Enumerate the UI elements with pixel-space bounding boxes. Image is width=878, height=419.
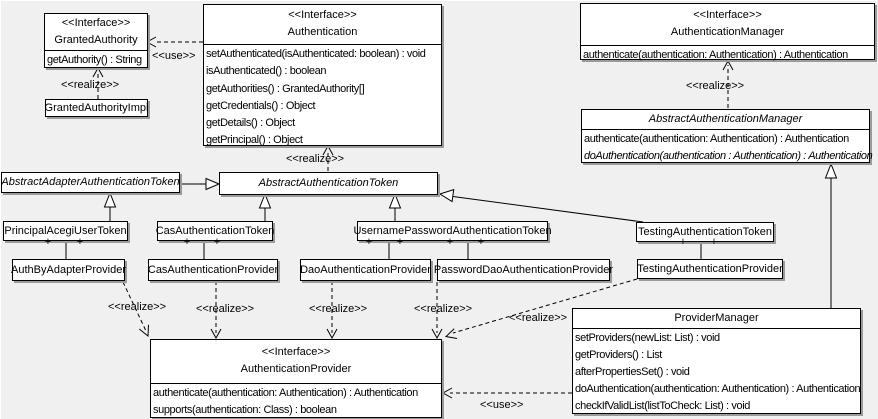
class-granted-authority-impl: GrantedAuthorityImpl [45,99,148,117]
arrowhead [322,144,334,156]
generalization-edge-cas-token [258,192,272,221]
stereotype-label: <<Interface>> [61,17,131,29]
generalization-edge-testing-token [438,188,644,223]
plus-marker: + [396,236,404,248]
stereotype-label: <<Interface>> [693,9,762,21]
plus-marker: + [183,236,191,248]
arrowhead [444,328,458,339]
method-item: getDetails() : Object [206,117,295,130]
class-name: GrantedAuthority [54,34,138,46]
method-item: setProviders(newList: List) : void [575,332,720,344]
realize-edge-testingprovider [452,278,638,334]
method-item: doAuthentication(authentication: Authent… [575,383,861,395]
plus-marker: + [446,236,454,248]
class-granted-authority: <<Interface>> GrantedAuthority getAuthor… [44,13,148,68]
realize-label: <<realize>> [108,301,167,313]
class-name: UsernamePasswordAuthenticationToken [353,224,552,237]
method-item: getAuthority() : String [47,54,142,66]
class-authentication: <<Interface>> Authentication setAuthenti… [203,4,442,146]
generalization-edge-provider-manager [824,162,838,308]
arrowhead [145,36,157,48]
class-name: AuthByAdapterProvider [11,263,126,276]
class-cas-authentication-token: CasAuthenticationToken [155,221,275,241]
method-item: isAuthenticated() : boolean [206,65,327,78]
arrowhead [722,59,734,71]
method-item: getAuthorities() : GrantedAuthority[] [206,82,365,95]
class-name: AuthenticationProvider [240,363,352,375]
class-abstract-authentication-token: AbstractAuthenticationToken [219,172,438,195]
class-abstract-authentication-manager: AbstractAuthenticationManager authentica… [581,109,873,163]
method-item: authenticate(authentication: Authenticat… [153,387,418,399]
use-label: <<use>> [152,50,196,62]
class-name: TestingAuthenticationProvider [637,262,783,275]
method-item: supports(authentication: Class) : boolea… [153,404,337,416]
arrowhead [138,324,149,338]
class-authentication-provider: <<Interface>> AuthenticationProvider aut… [150,339,442,418]
class-authentication-manager: <<Interface>> AuthenticationManager auth… [580,3,875,61]
realize-label: <<realize>> [686,80,745,92]
method-item: checkIfValidList(listToCheck: List) : vo… [575,400,750,412]
realize-label: <<realize>> [61,79,120,91]
class-name: AbstractAdapterAuthenticationToken [1,176,180,188]
realize-label: <<realize>> [309,303,368,315]
plus-marker: + [213,236,221,248]
plus-marker: + [710,236,718,248]
class-name: TestingAuthenticationToken [638,225,772,238]
class-testing-authentication-provider: TestingAuthenticationProvider [637,259,783,279]
class-name: CasAuthenticationProvider [147,263,279,276]
class-auth-by-adapter-provider: AuthByAdapterProvider [11,259,126,281]
class-testing-authentication-token: TestingAuthenticationToken [636,222,774,242]
class-name: ProviderManager [674,312,759,324]
realize-edge-authbyadapterprovider [122,281,147,332]
arrowhead [210,328,222,340]
class-name: AbstractAuthenticationManager [648,113,803,125]
realize-label: <<realize>> [286,153,345,165]
class-name: PrincipalAcegiUserToken [4,224,127,237]
generalization-edge-adapter-token [179,177,221,191]
method-item: setAuthenticated(isAuthenticated: boolea… [206,48,426,60]
class-name: AuthenticationManager [670,26,785,38]
method-item: doAuthentication(authentication : Authen… [584,150,873,162]
class-name: Authentication [287,26,358,38]
class-name: PasswordDaoAuthenticationProvider [433,263,614,276]
realize-label: <<realize>> [509,312,568,324]
class-password-dao-authentication-provider: PasswordDaoAuthenticationProvider [433,259,614,281]
class-provider-manager: ProviderManager setProviders(newList: Li… [572,308,861,414]
arrowhead [326,328,338,340]
plus-marker: + [365,236,373,248]
plus-marker: + [477,236,485,248]
method-item: authenticate(authentication: Authenticat… [584,133,849,145]
plus-marker: + [679,236,687,248]
class-dao-authentication-provider: DaoAuthenticationProvider [300,259,431,281]
class-name: GrantedAuthorityImpl [44,101,149,114]
generalization-edge-usernamepassword-token [388,192,402,221]
method-item: afterPropertiesSet() : void [575,366,690,378]
stereotype-label: <<Interface>> [261,346,331,358]
class-abstract-adapter-authentication-token: AbstractAdapterAuthenticationToken [1,172,180,193]
realize-label: <<realize>> [196,303,255,315]
generalization-edge-principal-token [103,191,117,221]
class-name: CasAuthenticationToken [155,224,275,237]
class-name: AbstractAuthenticationToken [258,177,399,189]
method-item: getPrincipal() : Object [206,134,303,147]
arrowhead [441,387,453,399]
plus-marker: + [44,236,52,248]
method-item: authenticate(authentication: Authenticat… [583,49,848,61]
class-cas-authentication-provider: CasAuthenticationProvider [148,259,278,281]
arrowhead [431,328,443,340]
class-username-password-authentication-token: UsernamePasswordAuthenticationToken [353,221,552,241]
method-item: getCredentials() : Object [206,99,316,112]
class-name: DaoAuthenticationProvider [300,263,431,276]
use-label: <<use>> [480,399,524,411]
plus-marker: + [76,236,84,248]
stereotype-label: <<Interface>> [288,9,357,21]
realize-label: <<realize>> [414,303,473,315]
method-item: getProviders() : List [575,349,662,361]
class-principal-acegi-user-token: PrincipalAcegiUserToken [3,221,128,241]
arrowhead [92,66,104,78]
